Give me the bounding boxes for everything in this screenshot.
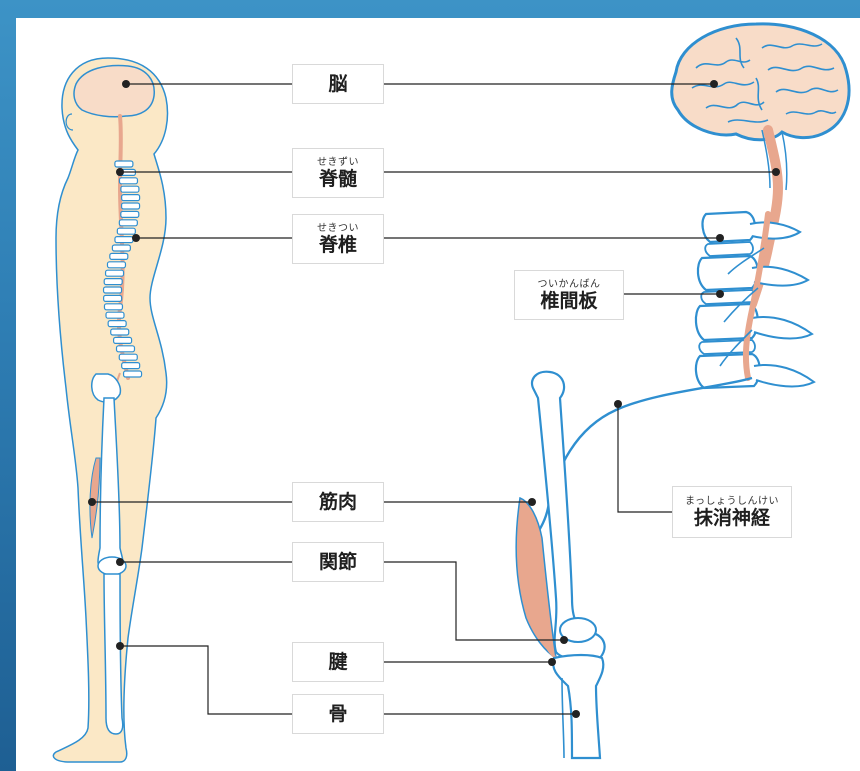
label-tendon-text: 腱 bbox=[328, 651, 347, 673]
vertebra-segment bbox=[110, 253, 128, 259]
vertebra-segment bbox=[121, 211, 139, 217]
disc-1 bbox=[705, 242, 753, 256]
vertebra-segment bbox=[107, 262, 125, 268]
label-peripheral-nerve: まっしょうしんけい 抹消神経 bbox=[672, 486, 792, 538]
dot-vertebrae-right bbox=[716, 234, 724, 242]
label-brain: 脳 bbox=[292, 64, 384, 104]
vertebra-segment bbox=[119, 178, 137, 184]
vertebra-segment bbox=[104, 304, 122, 310]
vertebra-segment bbox=[115, 161, 133, 167]
dot-peripheral-nerve bbox=[614, 400, 622, 408]
label-muscle-text: 筋肉 bbox=[319, 491, 357, 513]
vertebra-4-process bbox=[754, 365, 814, 387]
vertebra-segment bbox=[124, 371, 142, 377]
line-bone-left bbox=[120, 646, 292, 714]
fibula-detail bbox=[562, 678, 564, 758]
vertebra-segment bbox=[119, 220, 137, 226]
dot-bone-right bbox=[572, 710, 580, 718]
vertebra-1-process bbox=[750, 222, 800, 238]
vertebra-segment bbox=[104, 287, 122, 293]
dot-tendon bbox=[548, 658, 556, 666]
dot-disc bbox=[716, 290, 724, 298]
label-disc-text: 椎間板 bbox=[540, 290, 597, 312]
dot-spinal-cord-right bbox=[772, 168, 780, 176]
dot-bone-left bbox=[116, 642, 124, 650]
dot-joint-right bbox=[560, 636, 568, 644]
tibia-bone bbox=[104, 574, 123, 734]
dot-muscle-left bbox=[88, 498, 96, 506]
dot-spinal-cord-left bbox=[116, 168, 124, 176]
dot-muscle-right bbox=[528, 498, 536, 506]
tibia-detail bbox=[553, 655, 603, 758]
label-disc-ruby: ついかんばん bbox=[538, 279, 601, 290]
diagram-panel: 脳 せきずい 脊髄 せきつい 脊椎 ついかんばん 椎間板 まっしょうしんけい 抹… bbox=[16, 18, 860, 771]
label-tendon: 腱 bbox=[292, 642, 384, 682]
human-body-figure bbox=[53, 58, 167, 762]
label-brain-text: 脳 bbox=[328, 73, 347, 95]
label-peripheral-nerve-ruby: まっしょうしんけい bbox=[685, 496, 779, 507]
vertebra-segment bbox=[106, 270, 124, 276]
anatomy-diagram bbox=[16, 18, 860, 771]
vertebra-segment bbox=[122, 363, 140, 369]
vertebra-segment bbox=[122, 195, 140, 201]
label-bone: 骨 bbox=[292, 694, 384, 734]
label-spinal-cord-ruby: せきずい bbox=[317, 157, 359, 168]
vertebra-segment bbox=[116, 346, 134, 352]
vertebra-segment bbox=[121, 186, 139, 192]
vertebra-segment bbox=[111, 329, 129, 335]
label-joint-text: 関節 bbox=[319, 551, 357, 573]
vertebra-segment bbox=[122, 203, 140, 209]
label-bone-text: 骨 bbox=[328, 703, 347, 725]
vertebra-segment bbox=[112, 245, 130, 251]
vertebra-segment bbox=[104, 295, 122, 301]
vertebra-segment bbox=[117, 228, 135, 234]
vertebra-segment bbox=[106, 312, 124, 318]
vertebra-segment bbox=[114, 337, 132, 343]
label-peripheral-nerve-text: 抹消神経 bbox=[694, 507, 770, 529]
label-spinal-cord-text: 脊髄 bbox=[319, 168, 357, 190]
vertebra-segment bbox=[115, 237, 133, 243]
vertebra-segment bbox=[119, 354, 137, 360]
dot-brain-left bbox=[122, 80, 130, 88]
head-brain bbox=[74, 66, 154, 117]
label-vertebrae-text: 脊椎 bbox=[319, 234, 357, 256]
leader-lines bbox=[92, 84, 776, 714]
leg-detail bbox=[516, 372, 605, 758]
line-peripheral-nerve bbox=[618, 404, 672, 512]
label-spinal-cord: せきずい 脊髄 bbox=[292, 148, 384, 198]
leader-dots bbox=[88, 80, 780, 718]
dot-vertebrae-left bbox=[132, 234, 140, 242]
vertebra-2 bbox=[698, 256, 758, 290]
label-muscle: 筋肉 bbox=[292, 482, 384, 522]
vertebra-3-process bbox=[752, 317, 812, 339]
label-vertebrae-ruby: せきつい bbox=[317, 223, 359, 234]
label-vertebrae: せきつい 脊椎 bbox=[292, 214, 384, 264]
dot-joint-left bbox=[116, 558, 124, 566]
vertebra-segment bbox=[104, 279, 122, 285]
vertebra-segment bbox=[108, 321, 126, 327]
label-joint: 関節 bbox=[292, 542, 384, 582]
dot-brain-right bbox=[710, 80, 718, 88]
label-disc: ついかんばん 椎間板 bbox=[514, 270, 624, 320]
